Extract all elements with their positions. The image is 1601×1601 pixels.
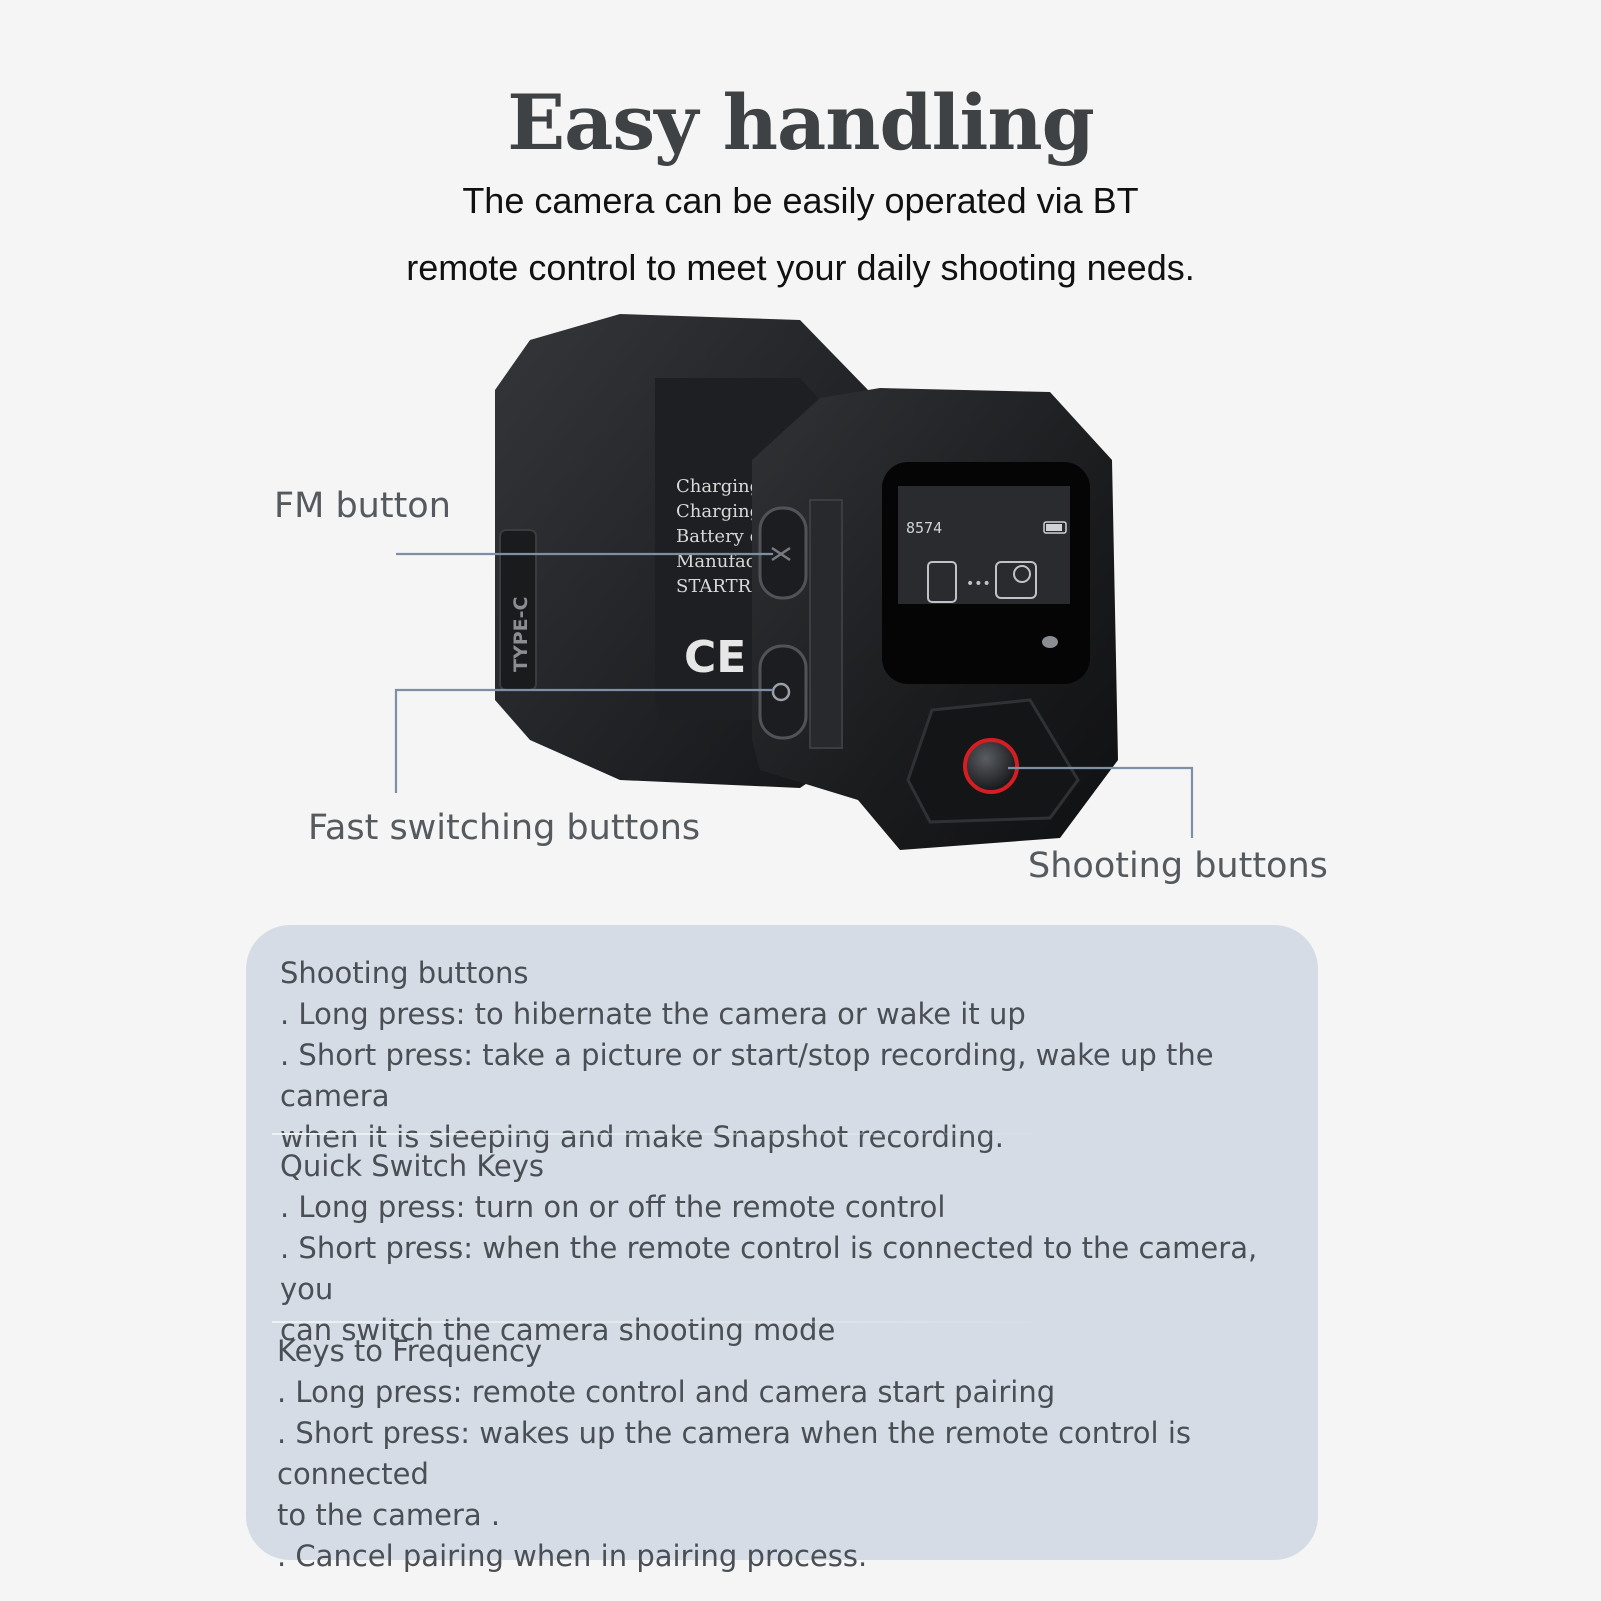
page-title: Easy handling <box>507 78 1095 167</box>
svg-text:•••: ••• <box>966 576 991 592</box>
section-divider <box>272 1133 1032 1135</box>
instructions-panel: Shooting buttons . Long press: to hibern… <box>246 925 1318 1573</box>
type-c-label: TYPE-C <box>510 597 532 672</box>
subtitle-line-1: The camera can be easily operated via BT <box>462 180 1139 221</box>
fast-switch-button-shape <box>758 644 808 740</box>
section-line: . Long press: turn on or off the remote … <box>280 1190 946 1224</box>
shooting-button-shape <box>963 738 1019 794</box>
section-line: to the camera . <box>277 1498 501 1532</box>
section-line: . Short press: wakes up the camera when … <box>277 1416 1191 1491</box>
link-icon <box>771 546 791 562</box>
section-line: . Short press: when the remote control i… <box>280 1231 1258 1306</box>
subtitle-line-2: remote control to meet your daily shooti… <box>406 247 1195 288</box>
shooting-buttons-section: Shooting buttons . Long press: to hibern… <box>280 953 1294 1158</box>
camera-mode-icon <box>995 561 1037 599</box>
quick-switch-section: Quick Switch Keys . Long press: turn on … <box>280 1146 1294 1351</box>
power-icon <box>771 682 791 702</box>
fast-switching-callout: Fast switching buttons <box>308 808 701 848</box>
frequency-keys-section: Keys to Frequency . Long press: remote c… <box>277 1331 1294 1577</box>
section-line: can switch the camera shooting mode <box>280 1313 836 1347</box>
shooting-buttons-callout: Shooting buttons <box>1028 846 1328 886</box>
section-divider <box>272 1321 1032 1323</box>
fm-button-callout: FM button <box>274 486 451 526</box>
section-line: . Cancel pairing when in pairing process… <box>277 1539 868 1573</box>
section-line: when it is sleeping and make Snapshot re… <box>280 1120 1004 1154</box>
remote-mode-icon <box>927 561 957 603</box>
screen-code: 8574 <box>906 519 942 537</box>
back-label-line: Battery ca <box>676 526 771 547</box>
section-line: . Long press: to hibernate the camera or… <box>280 997 1026 1031</box>
section-line: . Long press: remote control and camera … <box>277 1375 1056 1409</box>
section-heading: Quick Switch Keys <box>280 1149 545 1183</box>
battery-icon <box>1043 521 1067 534</box>
section-line: . Short press: take a picture or start/s… <box>280 1038 1214 1113</box>
section-heading: Shooting buttons <box>280 956 529 990</box>
ce-mark: CE <box>684 632 746 683</box>
back-label-line: Charging c <box>676 501 777 522</box>
front-unit: 8574 ••• <box>752 388 1118 850</box>
remote-control-illustration: TYPE-C Charging v Charging c Battery ca … <box>394 314 1194 850</box>
display-screen <box>898 486 1070 604</box>
callout-leaders <box>394 552 1194 838</box>
section-heading: Keys to Frequency <box>277 1334 543 1368</box>
indicator-led <box>1042 636 1058 648</box>
